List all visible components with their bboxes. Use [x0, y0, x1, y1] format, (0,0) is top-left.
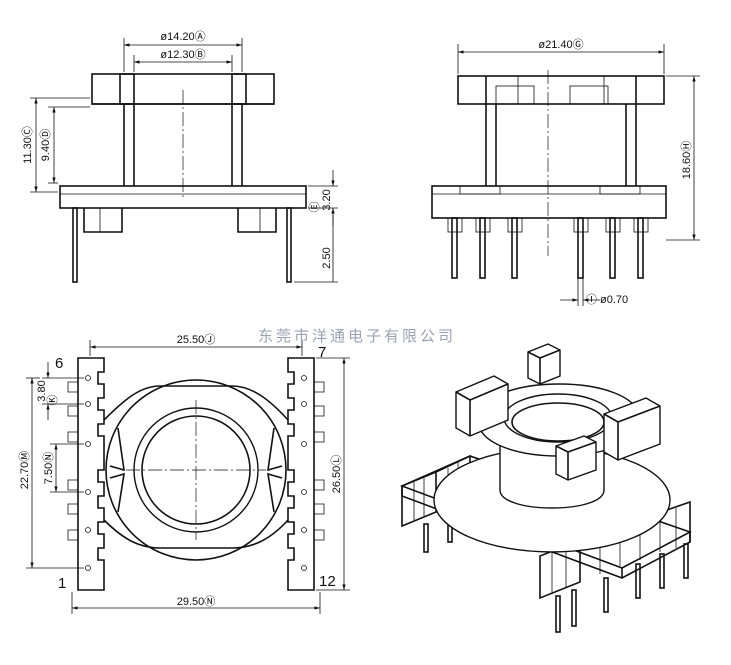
dim-depth: 26.50Ⓛ	[330, 455, 343, 494]
bottom-view: 25.50Ⓙ 3.80 Ⓚ 22.70Ⓜ 7.50Ⓝ 26.50Ⓛ 29.50Ⓝ…	[18, 333, 350, 614]
front-pin-left	[72, 207, 78, 283]
front-pin-right	[286, 207, 292, 283]
dim-outer-width: ø14.20Ⓐ	[160, 30, 205, 43]
side-pins	[451, 217, 644, 279]
dim-pin-length: 2.50	[321, 247, 333, 268]
pin-label-12: 12	[319, 573, 336, 590]
dim-flange-tag: Ⓔ	[308, 202, 321, 213]
plan-pin-holes	[85, 375, 307, 571]
front-pin-block-right	[237, 208, 277, 233]
dim-flange: 3.20	[321, 189, 333, 210]
side-view: ø21.40Ⓖ 18.60Ⓗ Ⓘ ø0.70	[431, 38, 700, 306]
plan-body-outline	[103, 385, 289, 549]
dim-side-width: ø21.40Ⓖ	[538, 38, 583, 51]
iso-top-clip-back	[527, 343, 561, 385]
plan-flange-circle	[105, 379, 287, 561]
front-pin-block-left	[83, 208, 123, 233]
dim-side-height: 18.60Ⓗ	[680, 141, 693, 180]
plan-left-comb	[77, 357, 105, 591]
dim-bottom-width: 29.50Ⓝ	[177, 595, 216, 608]
dim-total-height: 11.30Ⓒ	[21, 126, 34, 164]
dim-top-width: 25.50Ⓙ	[177, 333, 216, 346]
dim-slot-depth: 3.80	[36, 380, 48, 401]
dim-window-height: 9.40Ⓓ	[39, 129, 52, 161]
dim-slot-tag: Ⓚ	[46, 395, 59, 406]
front-bottom-flange	[59, 185, 307, 209]
dim-pin-span: 22.70Ⓜ	[18, 451, 31, 490]
pin-label-1: 1	[58, 575, 66, 592]
dim-pin-diameter: ø0.70	[600, 294, 628, 306]
dim-inner-width: ø12.30Ⓑ	[160, 48, 205, 61]
iso-top-clip-front	[555, 435, 597, 481]
plan-right-teeth	[314, 381, 325, 541]
pin-label-7: 7	[318, 344, 326, 361]
front-view: ø14.20Ⓐ ø12.30Ⓑ 11.30Ⓒ 9.40Ⓓ 3.20 Ⓔ 2.50	[21, 30, 338, 283]
watermark-text: 东莞市洋通电子有限公司	[258, 327, 456, 345]
dim-pin-tag: Ⓘ	[586, 293, 597, 306]
pin-label-6: 6	[55, 355, 63, 372]
front-top-tab-right	[231, 73, 247, 105]
isometric-view	[399, 343, 693, 633]
side-bottom-flange	[431, 185, 667, 219]
dim-pitch: 7.50Ⓝ	[42, 452, 55, 484]
plan-right-comb	[287, 357, 315, 591]
front-top-tab-left	[119, 73, 135, 105]
iso-top-clip-left	[455, 375, 509, 437]
side-top-flange	[457, 75, 665, 105]
plan-left-teeth	[67, 381, 78, 541]
